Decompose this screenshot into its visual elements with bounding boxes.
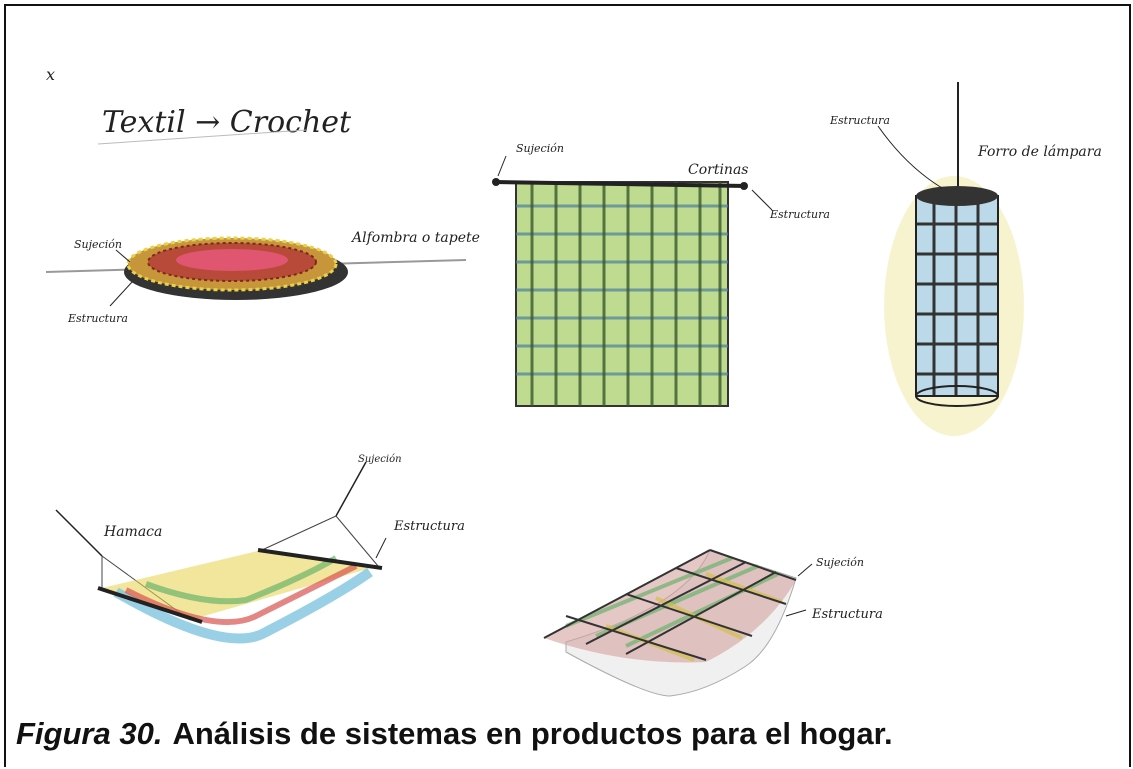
- figure-frame: x Textil → Crochet Sujeción Estructura A…: [4, 4, 1131, 767]
- rug-product-label: Alfombra o tapete: [350, 230, 480, 246]
- figure-caption: Figura 30. Análisis de sistemas en produc…: [16, 708, 1116, 760]
- curtain-structure-label: Estructura: [769, 208, 830, 221]
- lamp-sketch: [877, 82, 1024, 436]
- hammock-fastening-label: Sujeción: [358, 454, 402, 465]
- lamp-product-label: Forro de lámpara: [977, 144, 1102, 160]
- seat-fastening-label: Sujeción: [816, 556, 864, 569]
- sketch-illustration: x Textil → Crochet Sujeción Estructura A…: [45, 65, 1102, 697]
- curtain-fastening-label: Sujeción: [516, 142, 564, 155]
- rug-fastening-label: Sujeción: [74, 238, 122, 251]
- figure-label: Figura 30.: [16, 716, 163, 751]
- rug-sketch: [45, 236, 467, 307]
- seat-structure-label: Estructura: [811, 607, 883, 622]
- caption-text: Análisis de sistemas en productos para e…: [172, 716, 893, 751]
- corner-mark: x: [46, 65, 55, 84]
- hammock-sketch: [55, 461, 387, 644]
- curtain-sketch: [492, 155, 773, 407]
- sketch-title: Textil → Crochet: [102, 105, 352, 140]
- hammock-product-label: Hamaca: [103, 524, 162, 540]
- seat-sketch: [543, 549, 813, 697]
- curtain-product-label: Cortinas: [688, 162, 748, 178]
- rug-structure-label: Estructura: [67, 312, 128, 325]
- hammock-structure-label: Estructura: [393, 519, 465, 534]
- lamp-structure-label: Estructura: [829, 114, 890, 127]
